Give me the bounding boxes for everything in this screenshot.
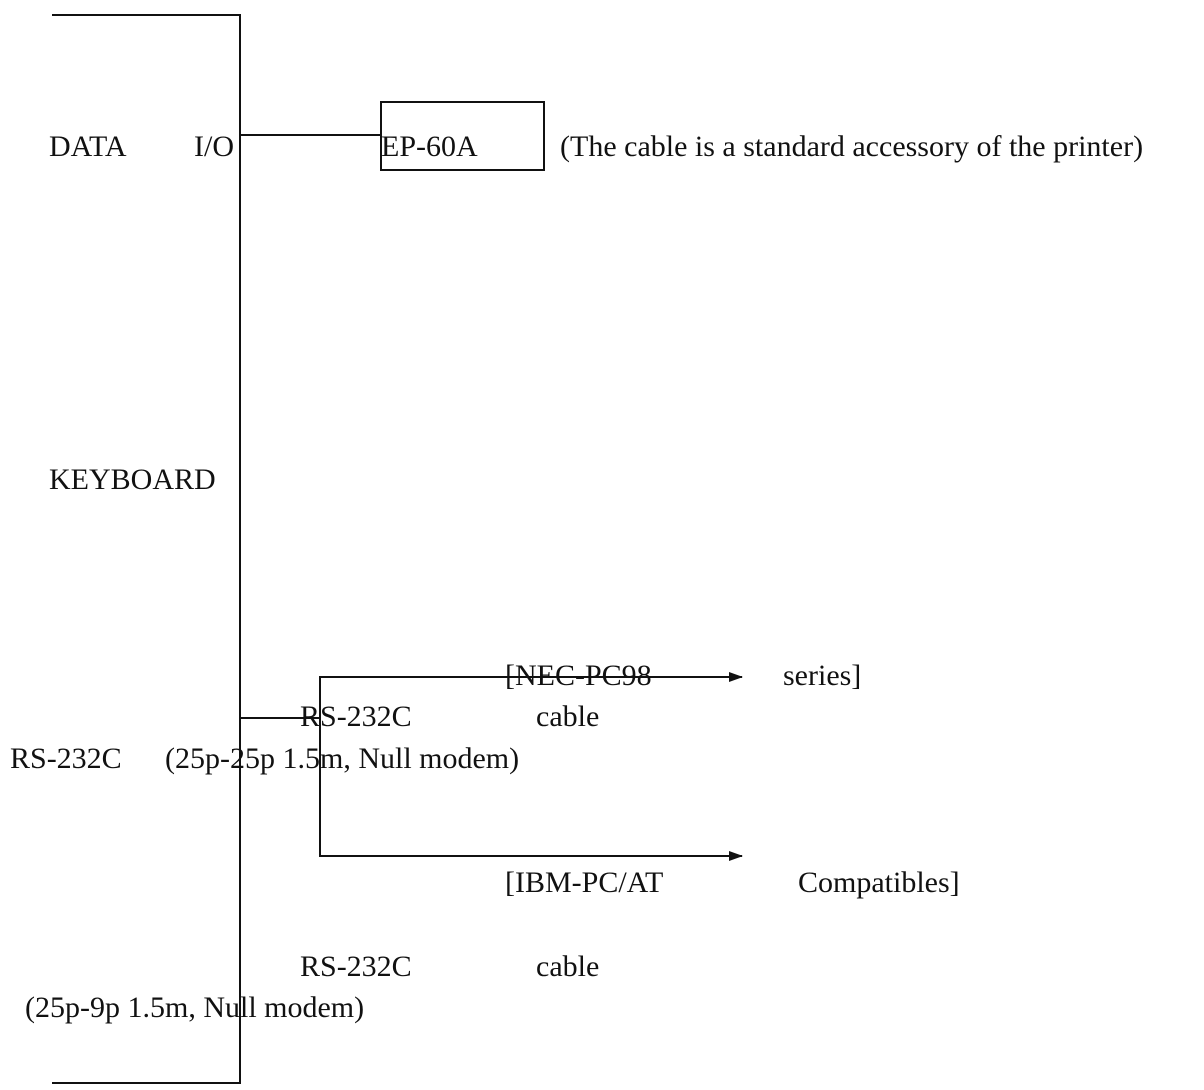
ibm-target-label-left: [IBM-PC/AT xyxy=(505,866,664,899)
io-port-label: I/O xyxy=(194,130,234,163)
ibm-cable-name-right: cable xyxy=(536,950,600,983)
printer-model-label: EP-60A xyxy=(381,130,478,163)
keyboard-port-label: KEYBOARD xyxy=(49,463,216,496)
ibm-target-label-right: Compatibles] xyxy=(798,866,960,899)
ibm-cable-spec: (25p-9p 1.5m, Null modem) xyxy=(25,991,365,1024)
printer-cable-note: (The cable is a standard accessory of th… xyxy=(560,130,1144,163)
nec-target-label-left: [NEC-PC98 xyxy=(505,659,652,692)
data-port-label: DATA xyxy=(49,130,127,163)
nec-cable-name-right: cable xyxy=(536,700,600,733)
nec-cable-name-left: RS-232C xyxy=(300,700,412,733)
nec-target-label-right: series] xyxy=(783,659,862,692)
nec-cable-spec: (25p-25p 1.5m, Null modem) xyxy=(165,742,520,775)
rs232c-port-label: RS-232C xyxy=(10,742,122,775)
ibm-cable-name-left: RS-232C xyxy=(300,950,412,983)
device-body-outline xyxy=(52,14,241,1084)
